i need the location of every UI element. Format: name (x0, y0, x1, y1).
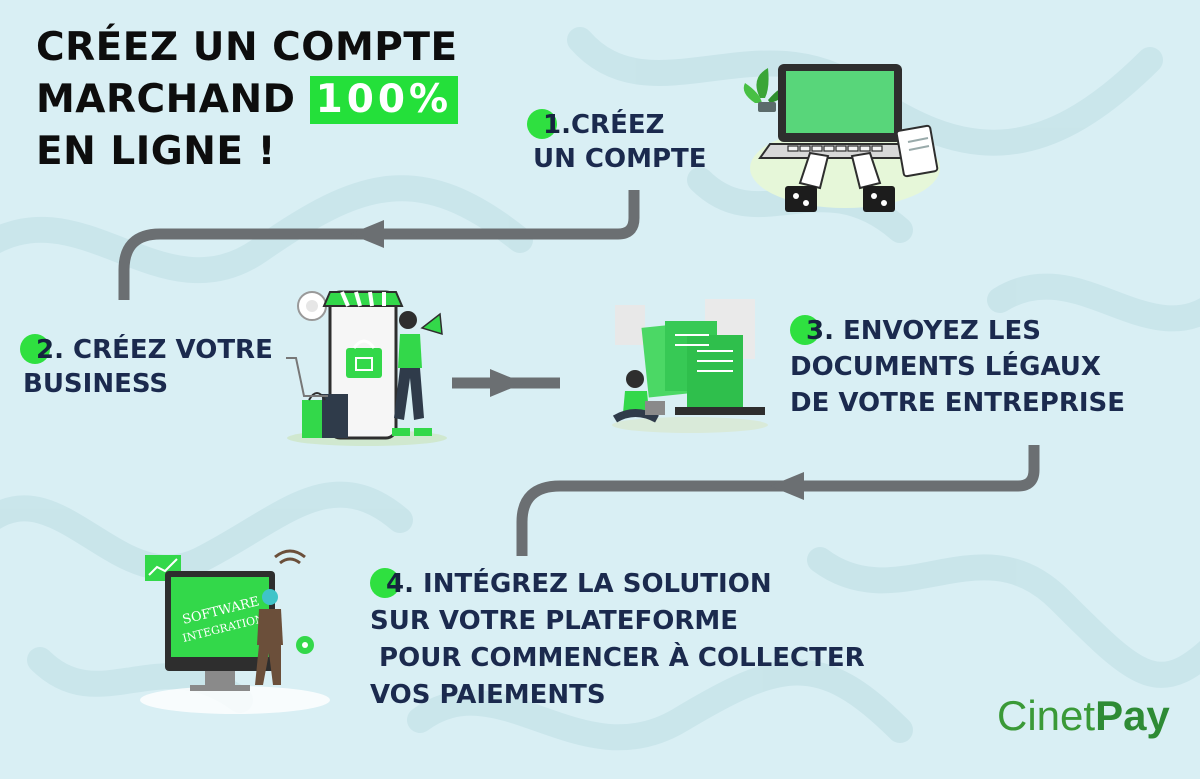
title-line-3: EN LIGNE ! (36, 129, 276, 174)
documents-illustration (612, 299, 768, 433)
person-megaphone-icon (392, 311, 443, 436)
chart-growth-icon (145, 555, 181, 581)
person-presenting-icon (255, 589, 283, 685)
step-4-text: 4. INTÉGREZ LA SOLUTION SUR VOTRE PLATEF… (370, 566, 865, 714)
step-3-badge (790, 314, 820, 345)
step-4-line-4: VOS PAIEMENTS (370, 680, 606, 710)
step-3-number: 3. (806, 316, 834, 346)
step-2-text: 2. CRÉEZ VOTRE BUSINESS (20, 333, 273, 401)
arrowhead-2 (490, 369, 524, 397)
target-icon (297, 291, 327, 321)
title-line-2: MARCHAND 100% (36, 74, 459, 126)
software-integration-illustration: SOFTWARE INTEGRATION (140, 549, 330, 714)
step-2-line-2: BUSINESS (23, 369, 169, 399)
step-4-badge (370, 567, 400, 598)
arrowhead-1 (350, 220, 384, 248)
step-2-line-1-text: CRÉEZ VOTRE (73, 335, 273, 365)
step-3-line-3: DE VOTRE ENTREPRISE (790, 388, 1126, 418)
document-stack-icon (641, 321, 743, 409)
step-4-line-2: SUR VOTRE PLATEFORME (370, 606, 738, 636)
cinetpay-logo: CinetPay (997, 692, 1170, 740)
step-1-badge (527, 108, 557, 139)
step-2-line-1: 2. CRÉEZ VOTRE (20, 333, 273, 367)
shopping-bags-icon (302, 392, 348, 438)
step-1-line-2: UN COMPTE (533, 144, 707, 174)
step-2-number: 2. (36, 335, 64, 365)
step-1-text: 1.CRÉEZ UN COMPTE (527, 108, 707, 176)
step-4-line-1-text: INTÉGREZ LA SOLUTION (423, 569, 772, 599)
person-laptop-icon (612, 370, 665, 423)
title-highlight-badge: 100% (309, 76, 459, 124)
step-4-number: 4. (386, 569, 414, 599)
step-3-line-2: DOCUMENTS LÉGAUX (790, 352, 1101, 382)
shopping-cart-icon (286, 357, 328, 397)
step-3-line-1-text: ENVOYEZ LES (843, 316, 1041, 346)
step-1-number: 1. (543, 110, 571, 140)
gear-icon (296, 636, 314, 654)
title-line-2-prefix: MARCHAND (36, 77, 296, 122)
step-1-line-1: 1.CRÉEZ (527, 108, 707, 142)
arrowhead-3 (770, 472, 804, 500)
hands-icon (798, 151, 882, 190)
shopping-basket-icon (346, 339, 382, 378)
step-3-text: 3. ENVOYEZ LES DOCUMENTS LÉGAUX DE VOTRE… (790, 313, 1125, 421)
arrow-step1-to-step2 (118, 190, 640, 300)
step-3-line-1: 3. ENVOYEZ LES (790, 313, 1125, 349)
step-4-line-3: POUR COMMENCER À COLLECTER (370, 643, 865, 673)
laptop-typing-illustration (743, 64, 940, 212)
arrow-step3-to-step4 (516, 445, 1040, 556)
logo-part-1: Cinet (997, 692, 1096, 739)
online-shop-illustration (286, 290, 447, 446)
step-2-badge (20, 333, 50, 364)
logo-part-2: Pay (1095, 692, 1170, 739)
step-1-line-1-text: CRÉEZ (570, 110, 665, 140)
step-4-line-1: 4. INTÉGREZ LA SOLUTION (370, 566, 865, 603)
page-title: CRÉEZ UN COMPTE MARCHAND 100% EN LIGNE ! (36, 22, 459, 178)
title-line-1: CRÉEZ UN COMPTE (36, 25, 458, 70)
wifi-icon (274, 549, 306, 565)
notepad-icon (895, 124, 939, 178)
